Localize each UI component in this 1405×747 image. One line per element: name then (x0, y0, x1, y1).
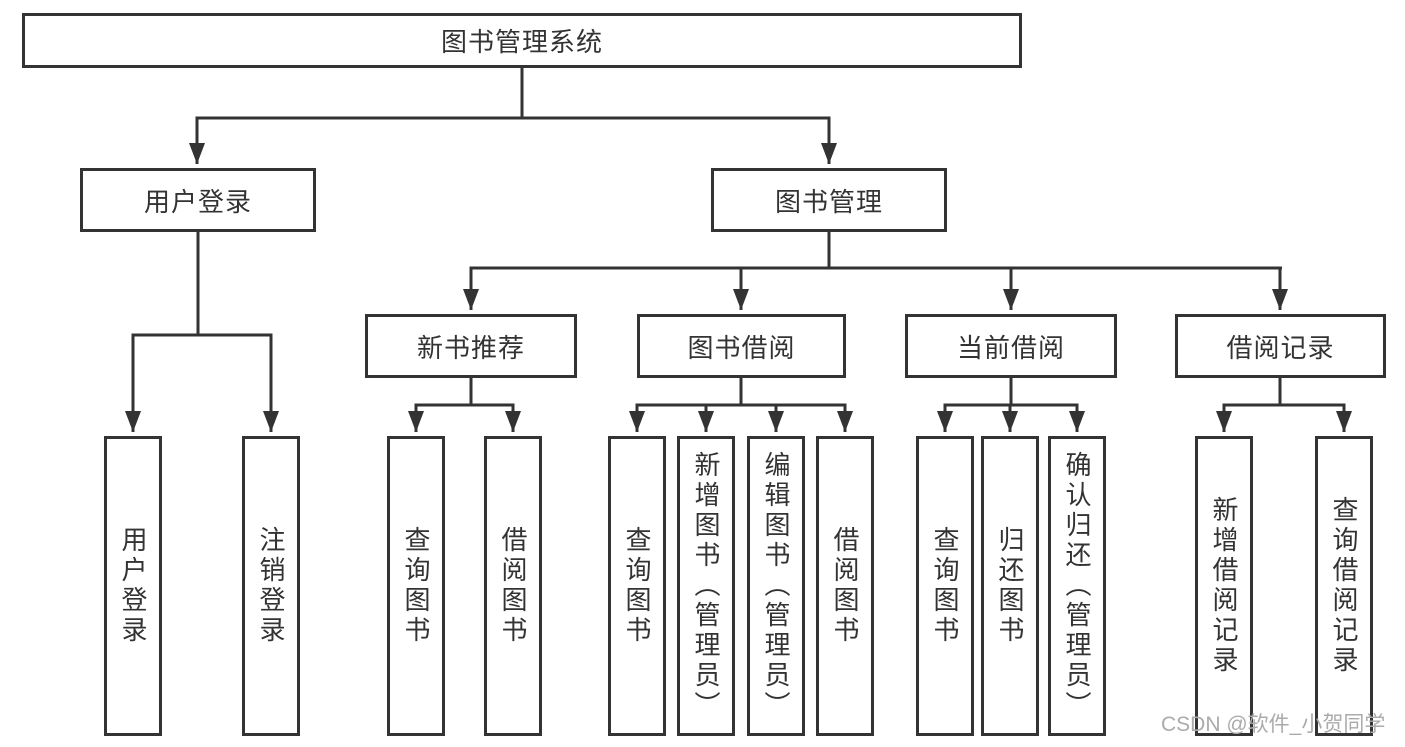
node-book-borrow: 图书借阅 (637, 314, 846, 378)
node-user-login-label: 用户登录 (143, 186, 252, 217)
leaf-confirm-return-admin: 确认归还（管理员） (1048, 436, 1106, 736)
node-book-management-label: 图书管理 (774, 186, 883, 217)
leaf-add-book-admin-label: 新增图书（管理员） (691, 451, 721, 721)
node-user-login: 用户登录 (80, 168, 316, 232)
leaf-borrow-books-label: 借阅图书 (830, 526, 860, 646)
node-root-label: 图书管理系统 (440, 27, 603, 57)
leaf-logout-label: 注销登录 (256, 526, 286, 646)
connector-book-borrow-children (629, 378, 853, 432)
leaf-return-book-label: 归还图书 (995, 526, 1025, 646)
leaf-query-books-recommend-label: 查询图书 (401, 526, 431, 646)
leaf-query-borrow-record: 查询借阅记录 (1315, 436, 1373, 736)
leaf-confirm-return-admin-label: 确认归还（管理员） (1062, 451, 1092, 721)
leaf-user-login: 用户登录 (104, 436, 162, 736)
leaf-query-books-borrow-label: 查询图书 (622, 526, 652, 646)
node-new-book-recommend: 新书推荐 (365, 314, 577, 378)
leaf-query-books-borrow: 查询图书 (608, 436, 666, 736)
leaf-edit-book-admin: 编辑图书（管理员） (747, 436, 805, 736)
node-current-borrow-label: 当前借阅 (956, 332, 1065, 363)
leaf-borrow-books-recommend-label: 借阅图书 (498, 526, 528, 646)
leaf-borrow-books: 借阅图书 (816, 436, 874, 736)
leaf-add-borrow-record: 新增借阅记录 (1195, 436, 1253, 736)
connector-current-borrow-children (937, 378, 1085, 432)
leaf-user-login-label: 用户登录 (118, 526, 148, 646)
connector-new-book-recommend-children (408, 378, 521, 432)
leaf-query-borrow-record-label: 查询借阅记录 (1329, 496, 1359, 676)
leaf-logout: 注销登录 (242, 436, 300, 736)
node-book-borrow-label: 图书借阅 (687, 332, 796, 363)
connector-root-to-level2 (189, 68, 837, 164)
node-borrow-records-label: 借阅记录 (1226, 332, 1335, 363)
leaf-add-book-admin: 新增图书（管理员） (677, 436, 735, 736)
connector-borrow-records-children (1216, 378, 1352, 432)
leaf-query-books-current: 查询图书 (916, 436, 974, 736)
leaf-query-books-recommend: 查询图书 (387, 436, 445, 736)
node-root: 图书管理系统 (22, 13, 1022, 68)
connector-user-login-children (125, 232, 279, 432)
leaf-borrow-books-recommend: 借阅图书 (484, 436, 542, 736)
node-borrow-records: 借阅记录 (1175, 314, 1386, 378)
leaf-edit-book-admin-label: 编辑图书（管理员） (761, 451, 791, 721)
node-current-borrow: 当前借阅 (905, 314, 1117, 378)
leaf-return-book: 归还图书 (981, 436, 1039, 736)
leaf-query-books-current-label: 查询图书 (930, 526, 960, 646)
node-new-book-recommend-label: 新书推荐 (416, 332, 525, 363)
node-book-management: 图书管理 (711, 168, 947, 232)
leaf-add-borrow-record-label: 新增借阅记录 (1209, 496, 1239, 676)
watermark: CSDN @软件_小贺同学 (1161, 713, 1386, 736)
connector-book-management-children (463, 232, 1288, 310)
